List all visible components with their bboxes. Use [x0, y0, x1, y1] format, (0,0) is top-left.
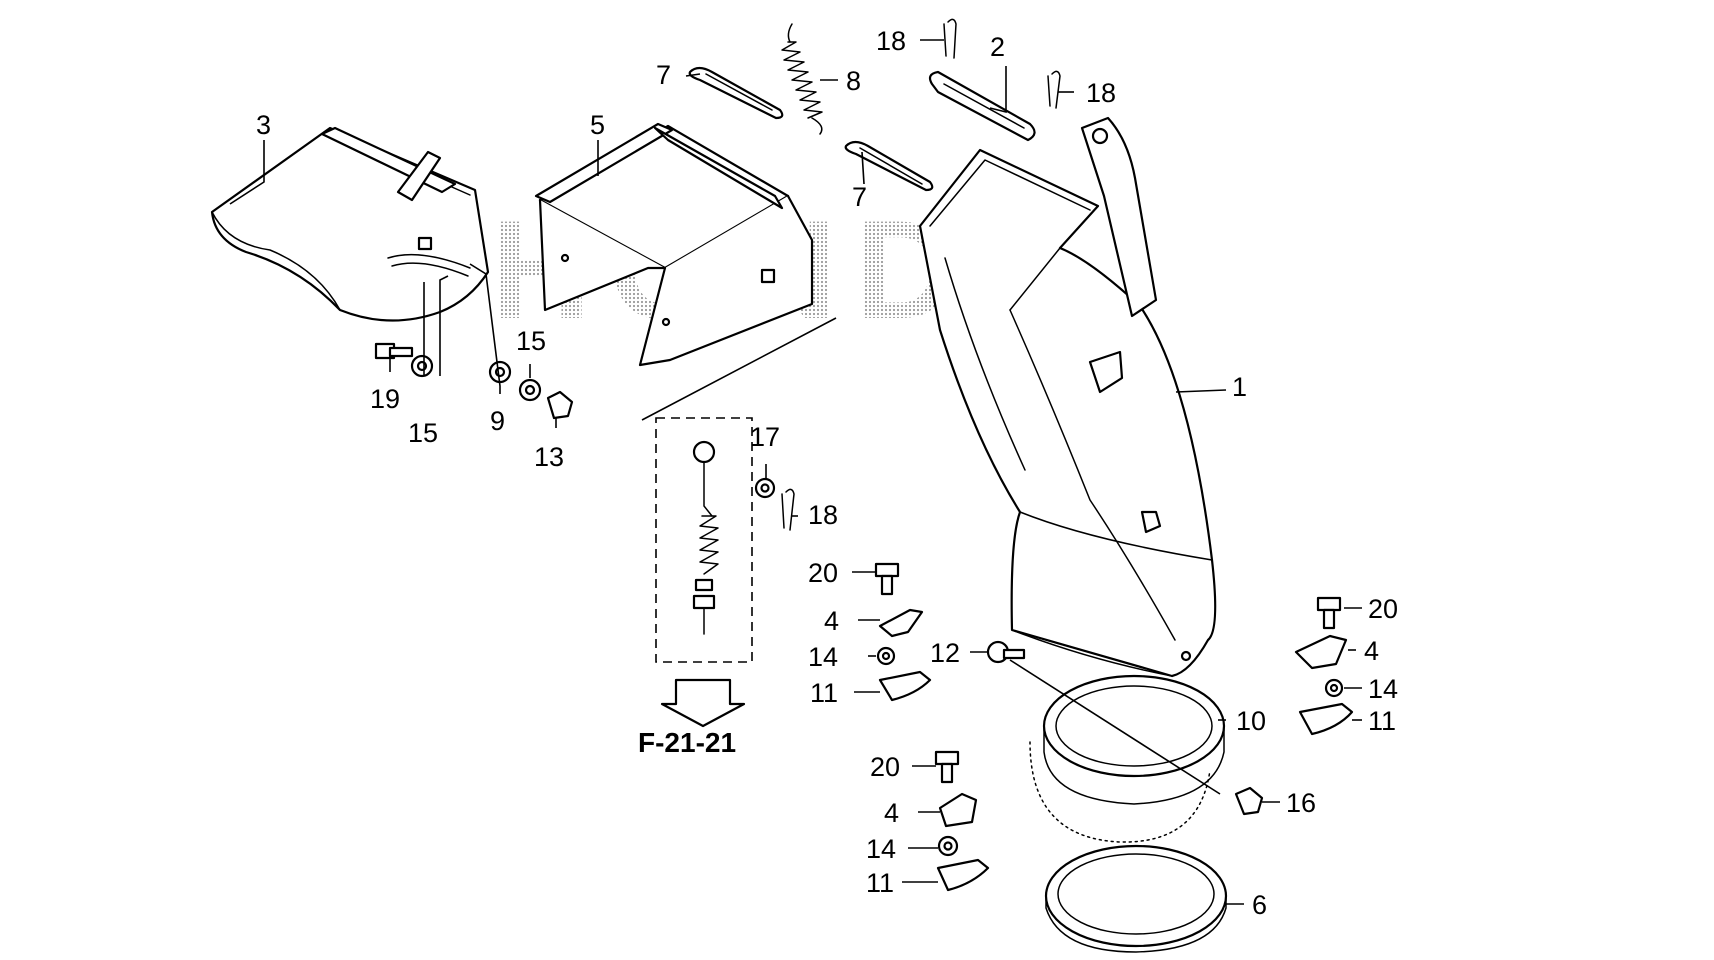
part-11-plate-a[interactable]: [878, 670, 932, 702]
callout-20[interactable]: 20: [1368, 594, 1398, 624]
part-10-ring-gear[interactable]: [1029, 674, 1226, 843]
callout-11[interactable]: 11: [866, 868, 894, 898]
part-19-bolt[interactable]: [374, 342, 414, 360]
part-1-chute[interactable]: [918, 116, 1217, 678]
part-16-nut[interactable]: [1234, 786, 1264, 816]
callout-4[interactable]: 4: [824, 606, 839, 636]
part-20-bolt-a[interactable]: [874, 562, 900, 596]
callout-4[interactable]: 4: [884, 798, 899, 828]
part-18-cotter-pin-right[interactable]: [1047, 70, 1061, 109]
callout-20[interactable]: 20: [870, 752, 900, 782]
part-11-plate-b[interactable]: [1298, 702, 1354, 736]
part-9-washer[interactable]: [488, 360, 512, 384]
part-4-cam-a[interactable]: [878, 608, 924, 638]
part-11-plate-c[interactable]: [936, 858, 990, 892]
cable-reference-box: [641, 317, 837, 728]
callout-18[interactable]: 18: [808, 500, 838, 530]
part-12-bolt[interactable]: [986, 640, 1026, 664]
part-3-deflector[interactable]: [210, 126, 490, 322]
callout-20[interactable]: 20: [808, 558, 838, 588]
callout-19[interactable]: 19: [370, 384, 400, 414]
callout-14[interactable]: 14: [1368, 674, 1398, 704]
reference-arrow-icon: [660, 678, 746, 728]
part-6-base-ring[interactable]: [1044, 844, 1228, 953]
callout-14[interactable]: 14: [808, 642, 838, 672]
part-20-bolt-b[interactable]: [1316, 596, 1342, 630]
callout-8[interactable]: 8: [846, 66, 861, 96]
part-13-nut[interactable]: [546, 390, 574, 420]
part-8-spring[interactable]: [781, 23, 823, 135]
part-7-bracket-lower[interactable]: [844, 140, 934, 192]
callout-12[interactable]: 12: [930, 638, 960, 668]
callout-7[interactable]: 7: [852, 182, 867, 212]
callout-16[interactable]: 16: [1286, 788, 1316, 818]
callout-11[interactable]: 11: [810, 678, 838, 708]
part-18-cotter-pin-top[interactable]: [943, 18, 957, 59]
part-15-washer-right[interactable]: [518, 378, 542, 402]
callout-15[interactable]: 15: [408, 418, 438, 448]
part-17-washer[interactable]: [754, 477, 776, 499]
callout-4[interactable]: 4: [1364, 636, 1379, 666]
callout-18[interactable]: 18: [1086, 78, 1116, 108]
part-15-washer-left[interactable]: [410, 354, 434, 378]
callout-13[interactable]: 13: [534, 442, 564, 472]
callout-1[interactable]: 1: [1232, 372, 1247, 402]
part-14-washer-b[interactable]: [1324, 678, 1344, 698]
callout-17[interactable]: 17: [750, 422, 780, 452]
callout-9[interactable]: 9: [490, 406, 505, 436]
callout-2[interactable]: 2: [990, 32, 1005, 62]
part-14-washer-c[interactable]: [937, 835, 959, 857]
callout-3[interactable]: 3: [256, 110, 271, 140]
part-18-cotter-pin-mid[interactable]: [781, 488, 795, 531]
callout-15[interactable]: 15: [516, 326, 546, 356]
callout-numbers: 3 5 7 8 7 18 2 18 1 19 15 9 15 13 17 18 …: [256, 26, 1398, 920]
part-5-deflector-frame[interactable]: [534, 122, 814, 367]
part-20-bolt-c[interactable]: [934, 750, 960, 784]
callout-14[interactable]: 14: [866, 834, 896, 864]
callout-6[interactable]: 6: [1252, 890, 1267, 920]
part-2-link-plate[interactable]: [928, 70, 1036, 142]
part-7-bracket-upper[interactable]: [688, 66, 784, 120]
callout-7[interactable]: 7: [656, 60, 671, 90]
callout-11[interactable]: 11: [1368, 706, 1396, 736]
callout-10[interactable]: 10: [1236, 706, 1266, 736]
callout-5[interactable]: 5: [590, 110, 605, 140]
part-4-cam-c[interactable]: [938, 792, 978, 828]
leader-lines: [229, 39, 1362, 905]
callout-18[interactable]: 18: [876, 26, 906, 56]
reference-label[interactable]: F-21-21: [638, 727, 736, 758]
part-4-cam-b[interactable]: [1294, 634, 1348, 670]
part-14-washer-a[interactable]: [876, 646, 896, 666]
